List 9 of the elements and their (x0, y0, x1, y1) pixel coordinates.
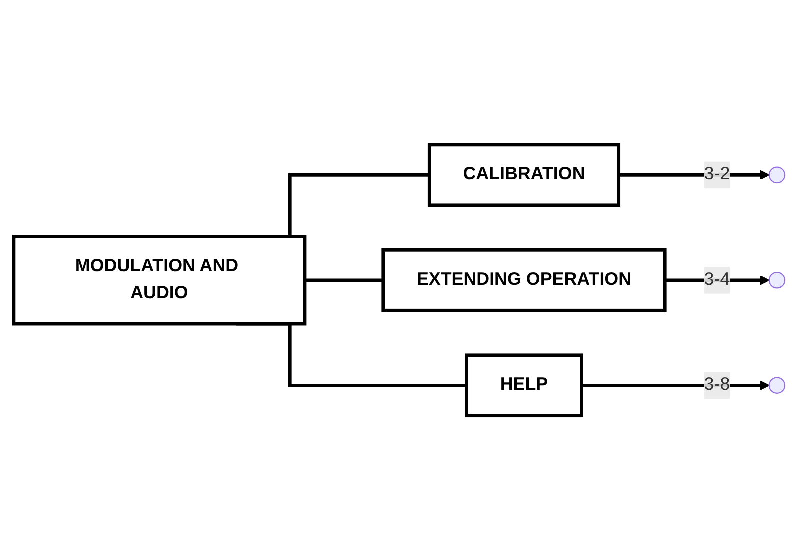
edge-label: 3-4 (704, 270, 730, 289)
block-diagram: 3-2 3-4 3-8 MODULATION AND AUDIO CALIBRATION EXTENDING OPERATION HELP (5, 136, 794, 424)
node-box (12, 234, 307, 326)
edge-label: 3-8 (704, 375, 730, 394)
node-box (465, 353, 584, 418)
edge-label: 3-2 (704, 164, 730, 184)
node-box (428, 142, 621, 207)
connector (305, 278, 384, 282)
node-box (382, 248, 667, 312)
